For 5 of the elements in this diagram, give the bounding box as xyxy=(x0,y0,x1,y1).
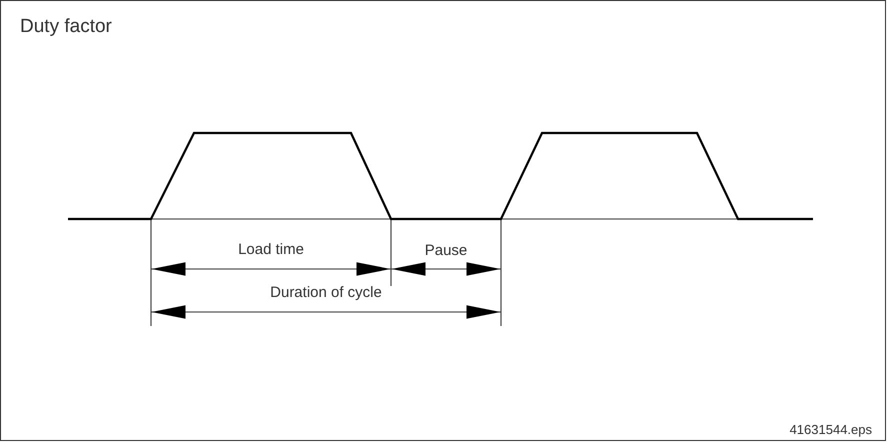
dimension-label: Duration of cycle xyxy=(270,284,382,301)
dimension-label: Load time xyxy=(238,241,304,258)
file-name: 41631544.eps xyxy=(790,422,872,437)
dimension-label: Pause xyxy=(424,242,468,259)
diagram-title: Duty factor xyxy=(20,16,112,38)
